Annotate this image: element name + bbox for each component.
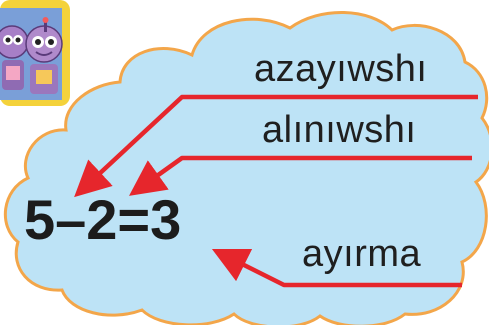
arrow-difference [211,248,462,288]
cloud-shape [3,11,489,325]
label-subtrahend: alınıwshı [262,109,417,151]
subtraction-equation: 5–2=3 [24,188,182,251]
label-minuend: azayıwshı [254,48,428,90]
cartoon-robots-image [0,0,70,106]
arrow-subtrahend [129,155,472,196]
label-difference: ayırma [302,233,422,275]
arrow-minuend [74,94,478,198]
